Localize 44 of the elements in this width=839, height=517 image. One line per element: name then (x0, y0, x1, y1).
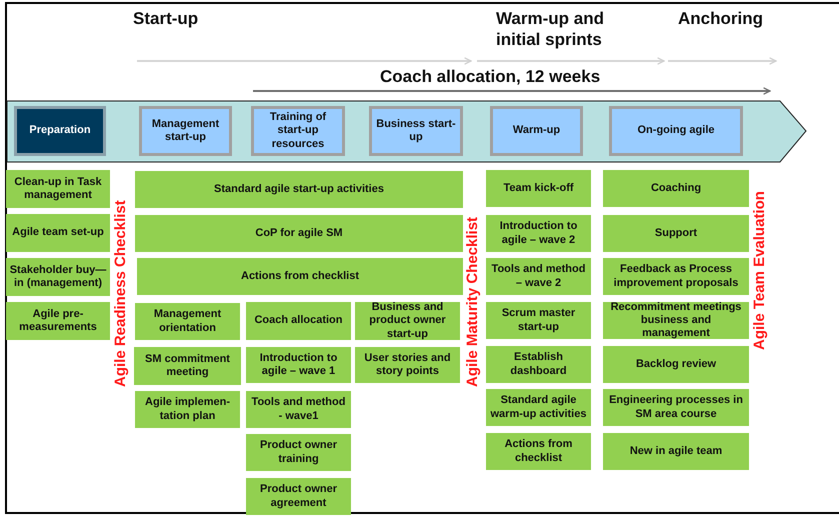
activity-box: Backlog review (603, 346, 749, 383)
activity-box: Agile implemen-tation plan (135, 391, 240, 428)
phase-box: On-going agile (609, 106, 743, 156)
timeline-label: Coach allocation, 12 weeks (380, 66, 600, 88)
phase-box: Management start-up (139, 106, 232, 156)
phase-heading: Start-up (133, 8, 198, 30)
activity-box: Coaching (603, 170, 749, 207)
phase-box: Business start-up (369, 106, 463, 156)
activity-box: New in agile team (603, 433, 749, 470)
phase-heading: Anchoring (678, 8, 763, 30)
activity-box: Recommitment meetings business and management (603, 302, 749, 339)
activity-box: Introduction to agile – wave 1 (246, 347, 351, 383)
checklist-label: Agile Maturity Checklist (465, 216, 480, 387)
phase-heading: Warm-up and initial sprints (496, 8, 605, 50)
activity-box: Introduction to agile – wave 2 (486, 215, 591, 252)
activity-box: Coach allocation (246, 302, 351, 340)
activity-box: Actions from checklist (137, 258, 463, 295)
phase-box: Warm-up (490, 106, 583, 156)
activity-box: CoP for agile SM (135, 215, 463, 252)
phase-box: Training of start-up resources (251, 106, 345, 156)
activity-box: Establish dashboard (486, 346, 591, 383)
activity-box: Product owner agreement (246, 478, 351, 515)
activity-box: Agile team set-up (6, 214, 110, 252)
checklist-label: Agile Team Evaluation (752, 191, 767, 350)
phase-box: Preparation (14, 106, 106, 156)
activity-box: Feedback as Process improvement proposals (603, 258, 749, 295)
activity-box: Scrum master start-up (486, 302, 591, 339)
activity-box: Tools and method – wave 2 (486, 258, 591, 295)
activity-box: User stories and story points (355, 347, 460, 383)
activity-box: Management orientation (135, 303, 240, 340)
activity-box: Agile pre-measurements (6, 302, 110, 340)
activity-box: Stakeholder buy—in (management) (6, 258, 110, 296)
activity-box: Standard agile start-up activities (135, 171, 463, 208)
activity-box: Clean-up in Task management (6, 170, 110, 208)
activity-box: Team kick-off (486, 170, 591, 207)
activity-box: Tools and method - wave1 (246, 391, 351, 428)
activity-box: Support (603, 215, 749, 252)
activity-box: Business and product owner start-up (355, 302, 460, 340)
activity-box: Product owner training (246, 434, 351, 471)
activity-box: Engineering processes in SM area course (603, 389, 749, 426)
activity-box: SM commitment meeting (134, 347, 241, 385)
activity-box: Actions from checklist (486, 433, 591, 470)
checklist-label: Agile Readiness Checklist (113, 200, 128, 387)
activity-box: Standard agile warm-up activities (486, 389, 591, 426)
